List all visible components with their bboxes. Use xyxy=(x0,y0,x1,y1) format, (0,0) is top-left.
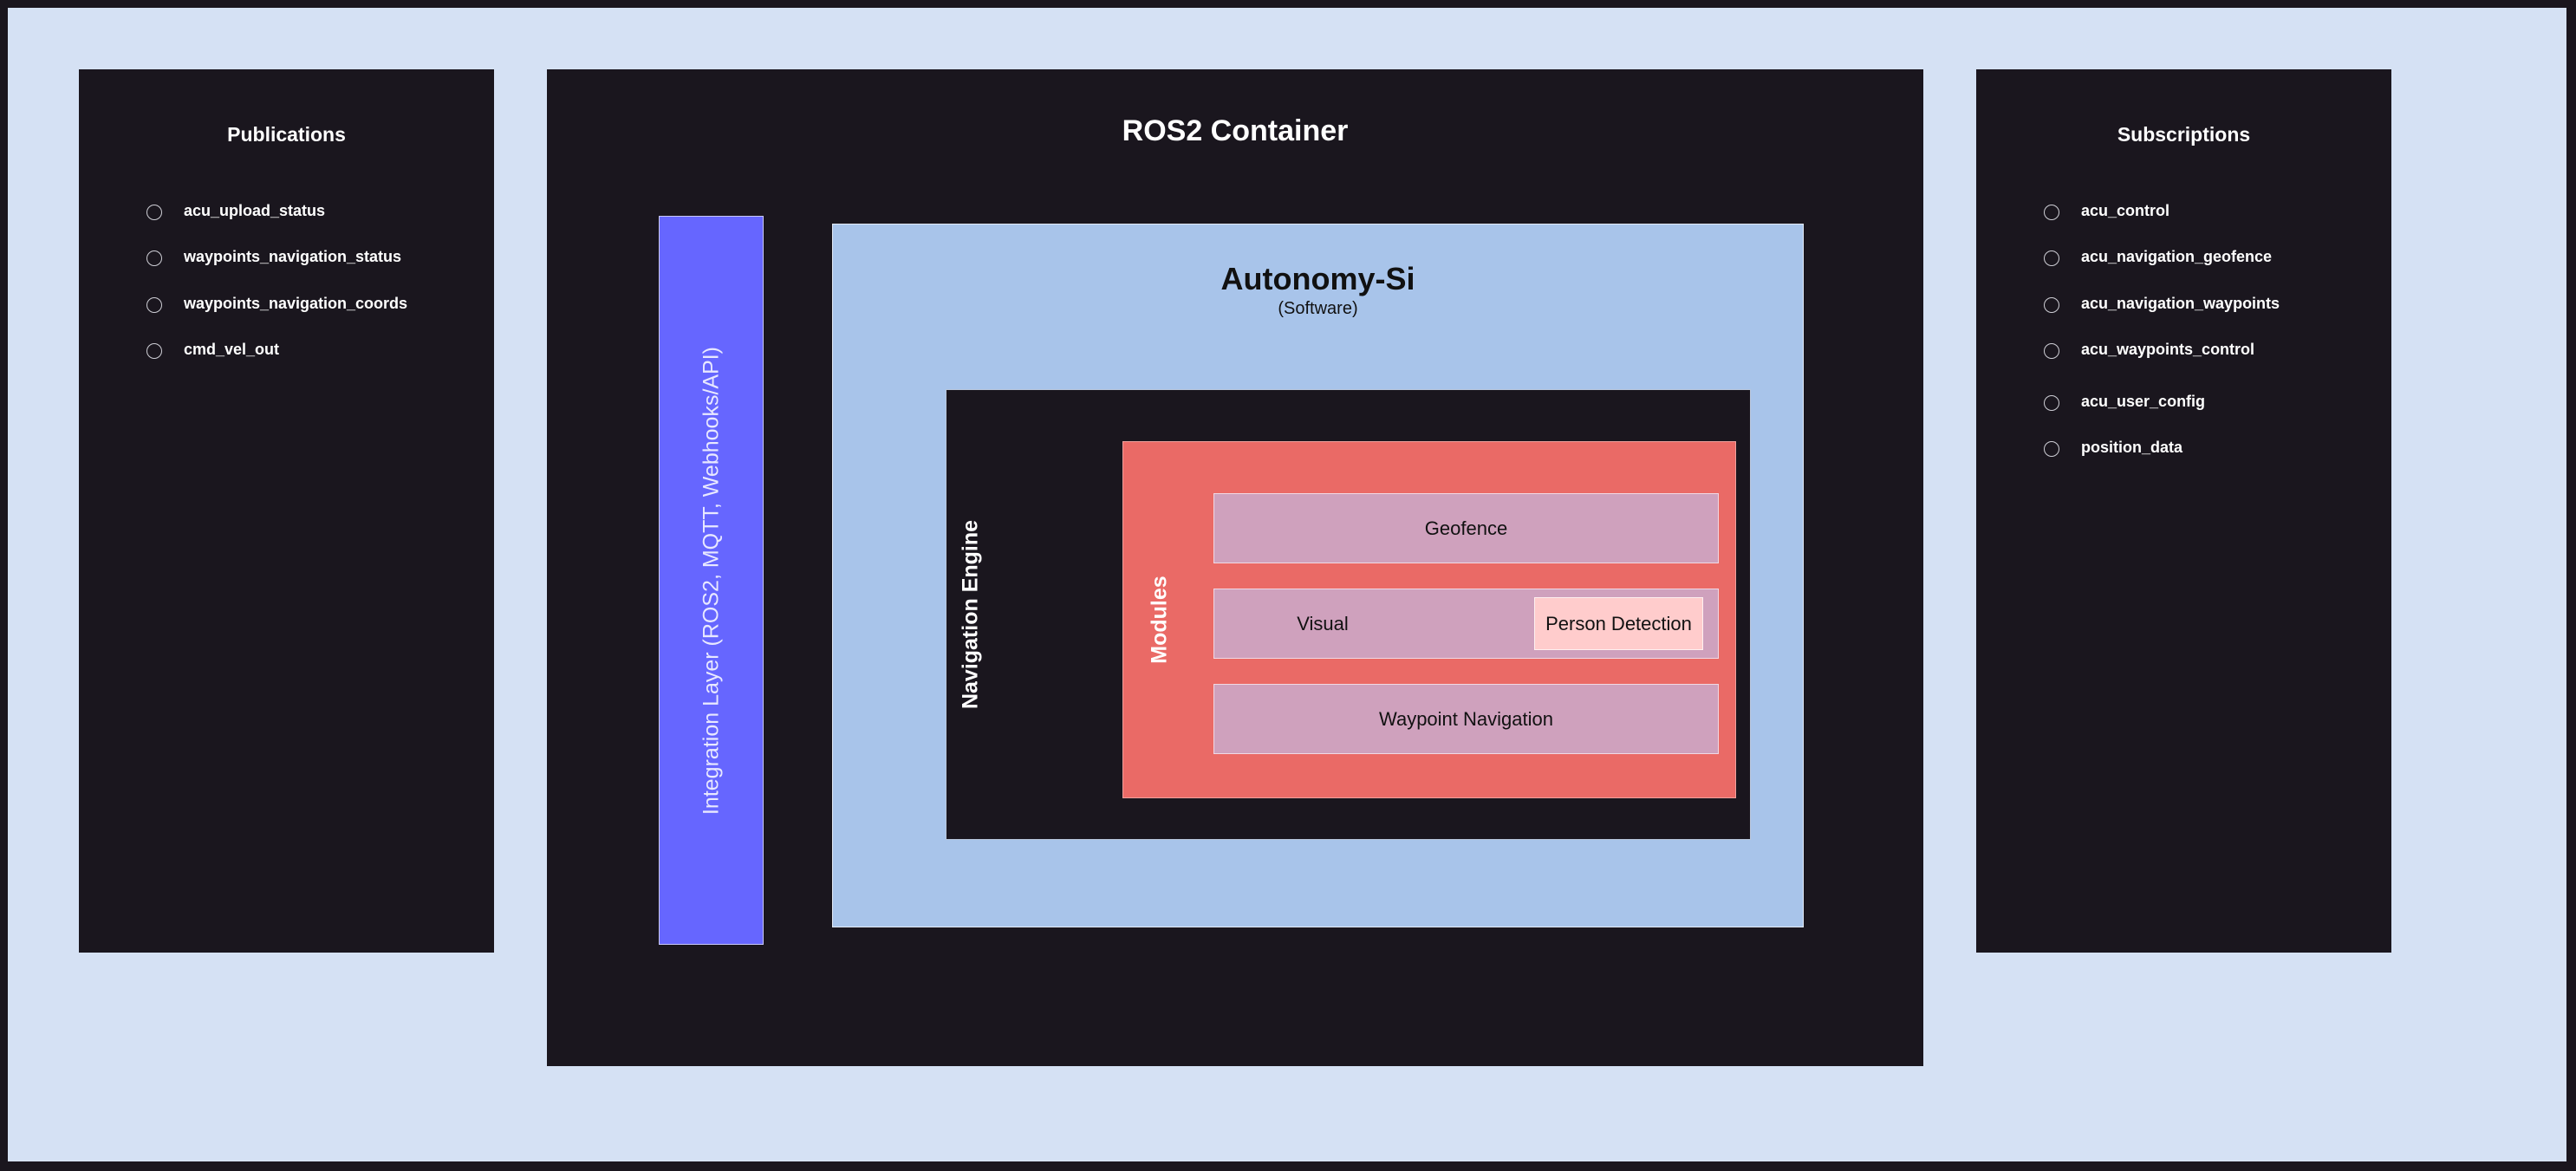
radio-icon[interactable] xyxy=(2044,250,2059,266)
navigation-engine-label: Navigation Engine xyxy=(958,519,982,710)
subscriptions-title: Subscriptions xyxy=(2117,123,2251,146)
subscription-label: acu_control xyxy=(2081,201,2170,219)
publication-label: acu_upload_status xyxy=(184,201,326,219)
subscription-label: acu_waypoints_control xyxy=(2081,340,2255,358)
autonomy-si-title: Autonomy-Si xyxy=(1220,261,1415,296)
publication-item: waypoints_navigation_status xyxy=(146,239,401,274)
geofence-module: Geofence xyxy=(1213,493,1719,563)
publication-label: waypoints_navigation_status xyxy=(184,247,402,265)
subscription-label: position_data xyxy=(2081,438,2183,456)
modules-label: Modules xyxy=(1147,576,1172,664)
ros2-container: ROS2 Container Integration Layer (ROS2, … xyxy=(547,69,1923,1066)
visual-label: Visual xyxy=(1297,612,1349,634)
modules-label-area: Modules xyxy=(1123,442,1196,797)
publication-item: waypoints_navigation_coords xyxy=(146,286,407,321)
publication-label: waypoints_navigation_coords xyxy=(184,294,408,312)
autonomy-si-box: Autonomy-Si (Software) Navigation Engine… xyxy=(832,224,1804,927)
subscription-item: acu_control xyxy=(2044,193,2169,228)
subscriptions-list: acu_control acu_navigation_geofence acu_… xyxy=(1976,69,2391,953)
waypoint-navigation-module: Waypoint Navigation xyxy=(1213,684,1719,754)
subscriptions-panel: Subscriptions acu_control acu_navigation… xyxy=(1976,69,2391,953)
subscription-item: acu_navigation_waypoints xyxy=(2044,286,2280,321)
person-detection-module: Person Detection xyxy=(1534,597,1703,650)
radio-icon[interactable] xyxy=(2044,343,2059,359)
subscription-label: acu_navigation_geofence xyxy=(2081,247,2273,265)
modules-box: Modules Geofence Visual Person Detection… xyxy=(1122,441,1736,798)
subscription-item: acu_waypoints_control xyxy=(2044,332,2254,367)
subscription-item: acu_navigation_geofence xyxy=(2044,239,2272,274)
publications-list: acu_upload_status waypoints_navigation_s… xyxy=(79,69,494,953)
subscription-item: position_data xyxy=(2044,430,2182,465)
person-detection-label: Person Detection xyxy=(1545,612,1692,634)
radio-icon[interactable] xyxy=(146,250,162,266)
diagram-canvas: Publications acu_upload_status waypoints… xyxy=(8,8,2566,1161)
radio-icon[interactable] xyxy=(2044,441,2059,457)
navigation-engine-label-area: Navigation Engine xyxy=(946,390,994,839)
publications-title: Publications xyxy=(227,123,346,146)
subscription-label: acu_user_config xyxy=(2081,392,2206,410)
visual-module: Visual Person Detection xyxy=(1213,589,1719,659)
subscription-label: acu_navigation_waypoints xyxy=(2081,294,2280,312)
radio-icon[interactable] xyxy=(146,205,162,220)
publication-label: cmd_vel_out xyxy=(184,340,280,358)
radio-icon[interactable] xyxy=(2044,395,2059,411)
integration-layer-label: Integration Layer (ROS2, MQTT, Webhooks/… xyxy=(699,346,723,815)
navigation-engine-box: Navigation Engine Modules Geofence Visua… xyxy=(946,389,1751,840)
radio-icon[interactable] xyxy=(146,343,162,359)
integration-layer: Integration Layer (ROS2, MQTT, Webhooks/… xyxy=(659,216,764,945)
publication-item: acu_upload_status xyxy=(146,193,325,228)
geofence-label: Geofence xyxy=(1424,517,1508,539)
waypoint-navigation-label: Waypoint Navigation xyxy=(1379,707,1553,730)
radio-icon[interactable] xyxy=(2044,297,2059,313)
radio-icon[interactable] xyxy=(2044,205,2059,220)
publication-item: cmd_vel_out xyxy=(146,332,279,367)
subscription-item: acu_user_config xyxy=(2044,384,2205,419)
ros2-container-title: ROS2 Container xyxy=(1122,114,1349,147)
autonomy-si-subtitle: (Software) xyxy=(1278,299,1358,318)
publications-panel: Publications acu_upload_status waypoints… xyxy=(79,69,494,953)
radio-icon[interactable] xyxy=(146,297,162,313)
